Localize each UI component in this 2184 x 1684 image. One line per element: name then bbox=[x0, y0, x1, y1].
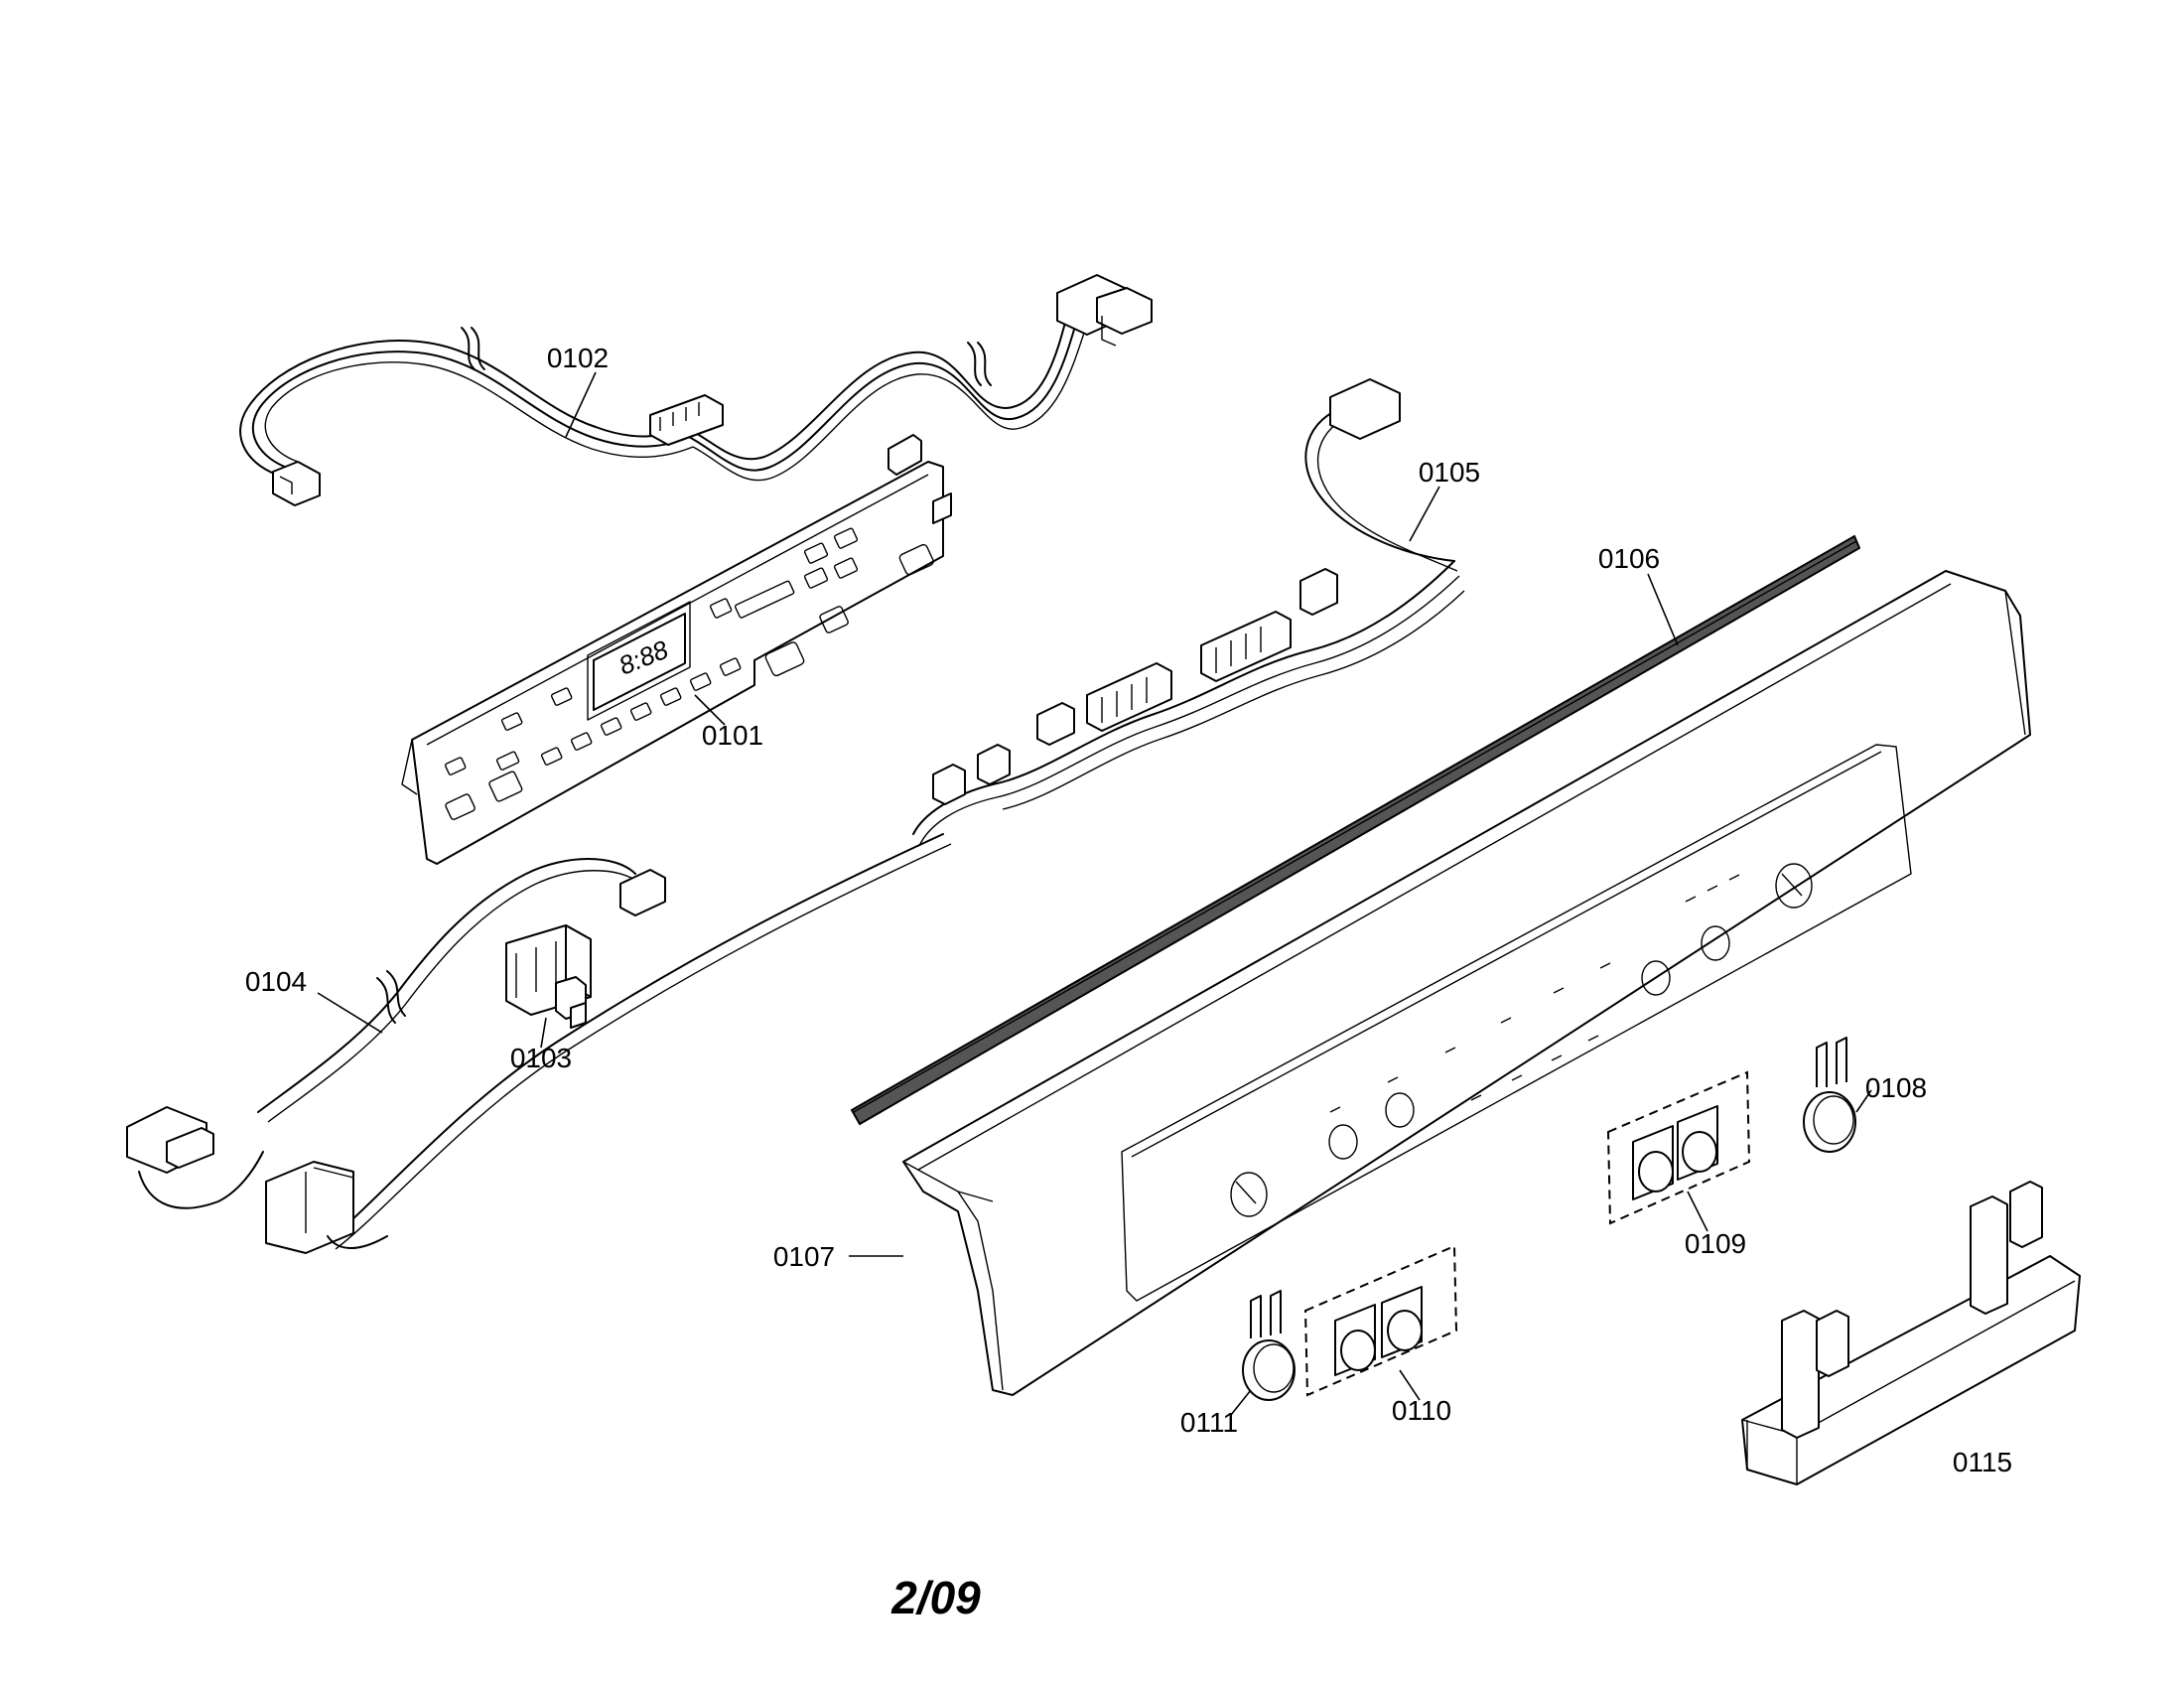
part-label-0103: 0103 bbox=[510, 1043, 572, 1073]
part-label-0108: 0108 bbox=[1865, 1072, 1927, 1103]
part-label-0107: 0107 bbox=[773, 1241, 835, 1272]
switch-0103[interactable] bbox=[505, 924, 592, 1029]
part-label-0106: 0106 bbox=[1598, 543, 1660, 574]
part-label-0105: 0105 bbox=[1419, 457, 1480, 488]
control-board-0101[interactable]: 8:88 bbox=[401, 434, 952, 865]
part-label-0109: 0109 bbox=[1685, 1228, 1746, 1259]
connector-block bbox=[265, 1161, 388, 1254]
button-pair-0110[interactable] bbox=[1303, 1244, 1458, 1397]
seal-strip-0106[interactable] bbox=[850, 534, 1861, 1126]
knob-0111[interactable] bbox=[1242, 1290, 1296, 1401]
part-label-0104: 0104 bbox=[245, 966, 307, 997]
part-label-0115: 0115 bbox=[1953, 1447, 2012, 1477]
wire-harness-0105[interactable] bbox=[327, 378, 1465, 1250]
knob-0108[interactable] bbox=[1803, 1037, 1856, 1153]
bracket-0115[interactable] bbox=[1741, 1181, 2081, 1485]
page-number: 2/09 bbox=[890, 1572, 981, 1623]
control-panel-0107[interactable] bbox=[902, 570, 2031, 1396]
part-label-0111: 0111 bbox=[1180, 1407, 1238, 1438]
wire-harness-0104[interactable] bbox=[126, 858, 666, 1209]
wire-harness-0102[interactable] bbox=[239, 274, 1153, 506]
part-label-0110: 0110 bbox=[1392, 1395, 1451, 1426]
part-label-0102: 0102 bbox=[547, 343, 609, 373]
leader-lines bbox=[317, 371, 1872, 1416]
part-label-0101: 0101 bbox=[702, 720, 763, 751]
button-pair-0109[interactable] bbox=[1606, 1070, 1751, 1225]
